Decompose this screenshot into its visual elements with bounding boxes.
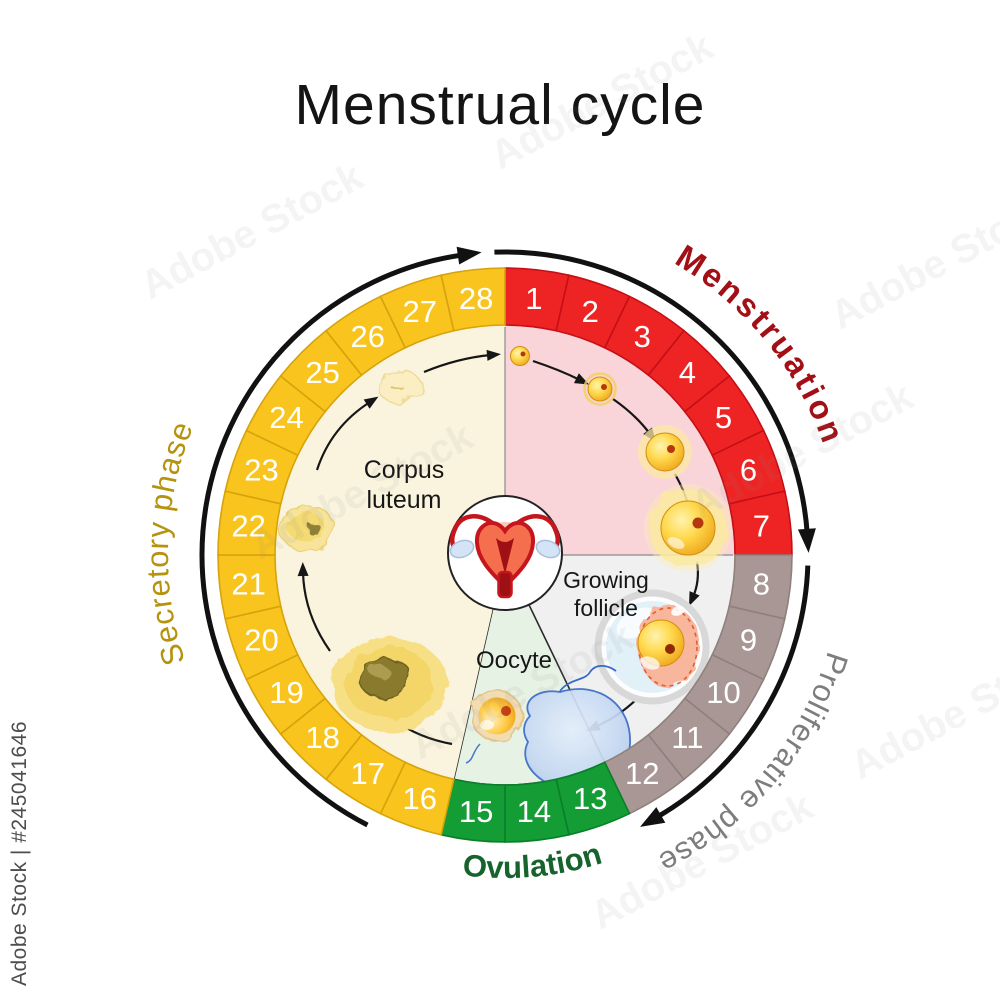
arrow-corpus-luteum-2-3 — [315, 396, 379, 471]
day-number-19: 19 — [269, 675, 303, 710]
uterus-icon — [449, 514, 561, 599]
arrow-follicle-1-2 — [532, 359, 589, 385]
day-number-2: 2 — [582, 294, 599, 329]
mature-follicle-icon — [594, 589, 710, 705]
day-number-20: 20 — [244, 623, 278, 658]
cycle-direction-arrow-2 — [494, 249, 816, 553]
day-number-28: 28 — [459, 281, 493, 316]
day-number-13: 13 — [573, 781, 607, 816]
cycle-direction-arrow-3 — [640, 565, 811, 827]
day-number-3: 3 — [634, 319, 651, 354]
day-number-27: 27 — [403, 294, 437, 329]
day-number-22: 22 — [231, 509, 265, 544]
arrow-corpus-albicans-to-follicle — [423, 349, 501, 374]
day-number-11: 11 — [671, 720, 703, 755]
day-number-7: 7 — [753, 509, 770, 544]
page-title: Menstrual cycle — [294, 73, 706, 137]
arrow-corpus-luteum-1-2 — [297, 562, 331, 652]
day-number-23: 23 — [244, 452, 278, 487]
phase-label-ovulation: Ovulation — [461, 836, 605, 885]
corpus-luteum-stages — [279, 371, 448, 732]
corpus-luteum-mature-icon — [332, 638, 448, 732]
day-number-17: 17 — [350, 756, 384, 791]
watermark-text: Adobe Stock — [484, 24, 721, 178]
watermark-text: Adobe Stock — [844, 634, 1000, 788]
center-hub — [447, 495, 563, 611]
arrow-follicle-2-3 — [612, 398, 656, 443]
day-number-12: 12 — [625, 756, 659, 791]
watermark-text: Adobe Stock — [134, 154, 371, 308]
follicle-cycle-arrows — [297, 349, 700, 746]
cycle-direction-arrow-1 — [199, 246, 482, 828]
follicle-stage-4-icon — [644, 484, 732, 572]
day-number-4: 4 — [679, 355, 696, 390]
day-number-5: 5 — [715, 400, 732, 435]
ovary-left-icon — [449, 539, 475, 559]
day-number-18: 18 — [305, 720, 339, 755]
day-number-25: 25 — [305, 355, 339, 390]
stock-id-watermark: Adobe Stock | #245041646 — [8, 721, 31, 986]
day-number-15: 15 — [459, 794, 493, 829]
day-number-26: 26 — [350, 319, 384, 354]
follicle-stage-1-icon — [510, 346, 530, 366]
growing-follicle-chain — [510, 346, 732, 572]
day-number-8: 8 — [753, 566, 770, 601]
day-number-16: 16 — [403, 781, 437, 816]
day-number-10: 10 — [706, 675, 740, 710]
ovary-right-icon — [535, 539, 561, 559]
day-number-9: 9 — [740, 623, 757, 658]
follicle-stage-2-icon — [583, 372, 617, 406]
corpus-albicans-icon — [378, 371, 422, 403]
follicle-stage-3-icon — [638, 425, 692, 479]
label-oocyte: Oocyte — [476, 647, 552, 674]
day-number-24: 24 — [269, 400, 303, 435]
phase-label-secretory: Secretory phase — [140, 416, 200, 670]
corpus-luteum-mid-icon — [279, 504, 335, 552]
watermark-text: Adobe Stock — [824, 184, 1000, 338]
day-number-21: 21 — [231, 566, 265, 601]
day-number-1: 1 — [525, 281, 542, 316]
day-segment-28 — [440, 267, 506, 332]
day-number-6: 6 — [740, 452, 757, 487]
day-number-14: 14 — [517, 794, 551, 829]
